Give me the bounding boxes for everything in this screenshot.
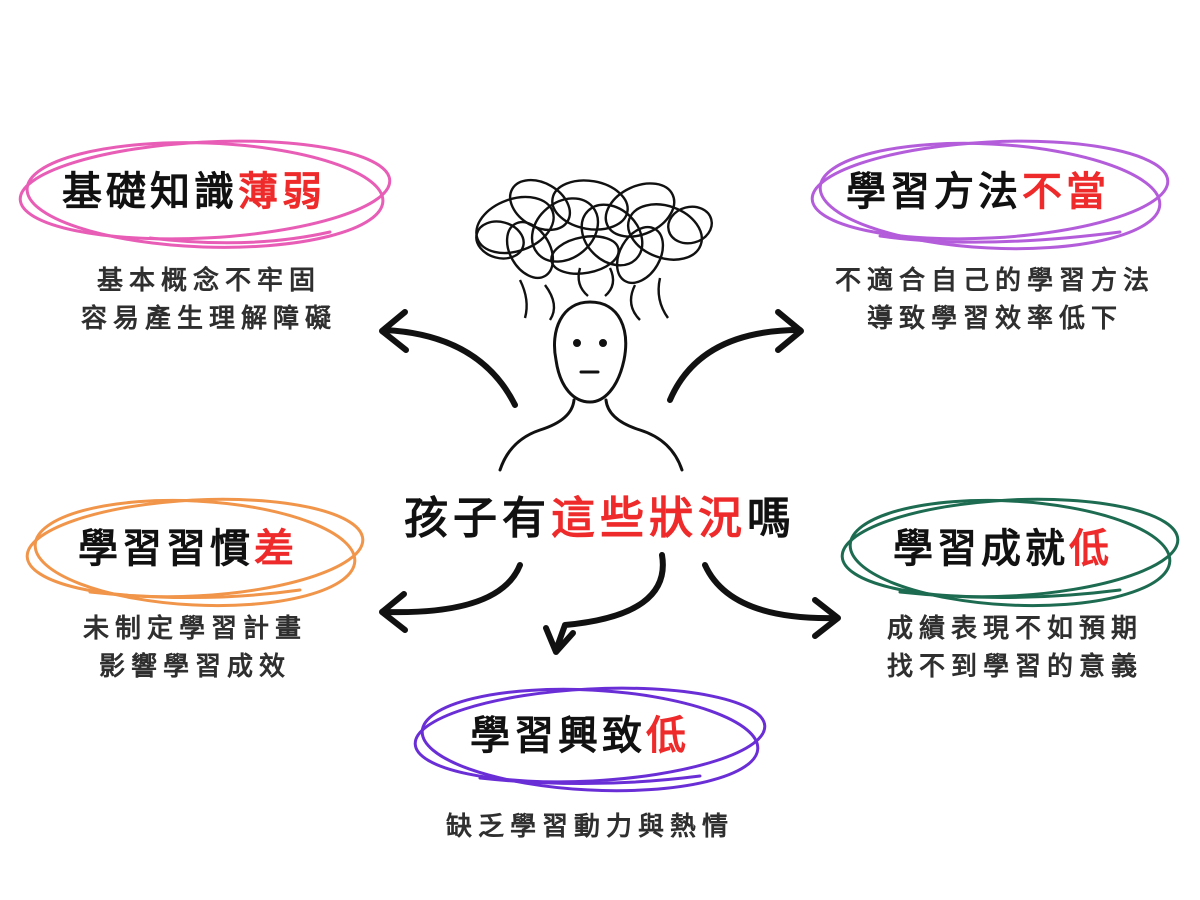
desc-interest: 缺乏學習動力與熱情 [400, 808, 780, 846]
title-highlight: 不當 [1022, 168, 1110, 215]
ring-interest [413, 686, 767, 793]
ring-habit [25, 497, 365, 608]
title-habit: 學習習慣差 [78, 529, 298, 569]
desc-line: 容易產生理解障礙 [80, 304, 337, 334]
title-highlight: 差 [254, 525, 298, 572]
desc-line: 導致學習效率低下 [866, 304, 1123, 334]
title-plain: 學習興致 [470, 712, 646, 759]
desc-line: 缺乏學習動力與熱情 [445, 812, 734, 842]
desc-line: 不適合自己的學習方法 [834, 266, 1155, 296]
arrow-to-foundation [379, 309, 518, 408]
desc-line: 基本概念不牢固 [96, 266, 321, 296]
title-highlight: 低 [646, 712, 690, 759]
title-foundation: 基礎知識薄弱 [62, 172, 326, 212]
person-icon [498, 300, 684, 472]
desc-foundation: 基本概念不牢固 容易產生理解障礙 [44, 262, 374, 338]
desc-line: 成績表現不如預期 [886, 614, 1143, 644]
desc-line: 影響學習成效 [98, 652, 291, 682]
desc-habit: 未制定學習計畫 影響學習成效 [40, 610, 350, 686]
desc-method: 不適合自己的學習方法 導致學習效率低下 [810, 262, 1180, 338]
ring-method [810, 139, 1170, 251]
arrow-to-interest [543, 552, 666, 655]
desc-line: 未制定學習計畫 [82, 614, 307, 644]
center-question: 孩子有這些狀況嗎 [0, 497, 1200, 541]
center-highlight: 這些狀況 [551, 493, 747, 544]
title-highlight: 低 [1069, 525, 1113, 572]
title-plain: 基礎知識 [62, 168, 238, 215]
ring-achievement [840, 497, 1180, 608]
title-plain: 學習習慣 [78, 525, 254, 572]
title-plain: 學習成就 [893, 525, 1069, 572]
title-highlight: 薄弱 [238, 168, 326, 215]
desc-achievement: 成績表現不如預期 找不到學習的意義 [860, 610, 1170, 686]
arrow-to-achievement [702, 562, 841, 639]
arrow-to-habit [379, 562, 523, 633]
center-suffix: 嗎 [747, 493, 796, 544]
title-plain: 學習方法 [846, 168, 1022, 215]
title-achievement: 學習成就低 [893, 529, 1113, 569]
ring-foundation [18, 139, 392, 249]
center-prefix: 孩子有 [404, 493, 551, 544]
title-method: 學習方法不當 [846, 172, 1110, 212]
tangled-thoughts-icon [475, 178, 713, 321]
arrow-to-method [667, 309, 804, 403]
desc-line: 找不到學習的意義 [886, 652, 1143, 682]
title-interest: 學習興致低 [470, 716, 690, 756]
